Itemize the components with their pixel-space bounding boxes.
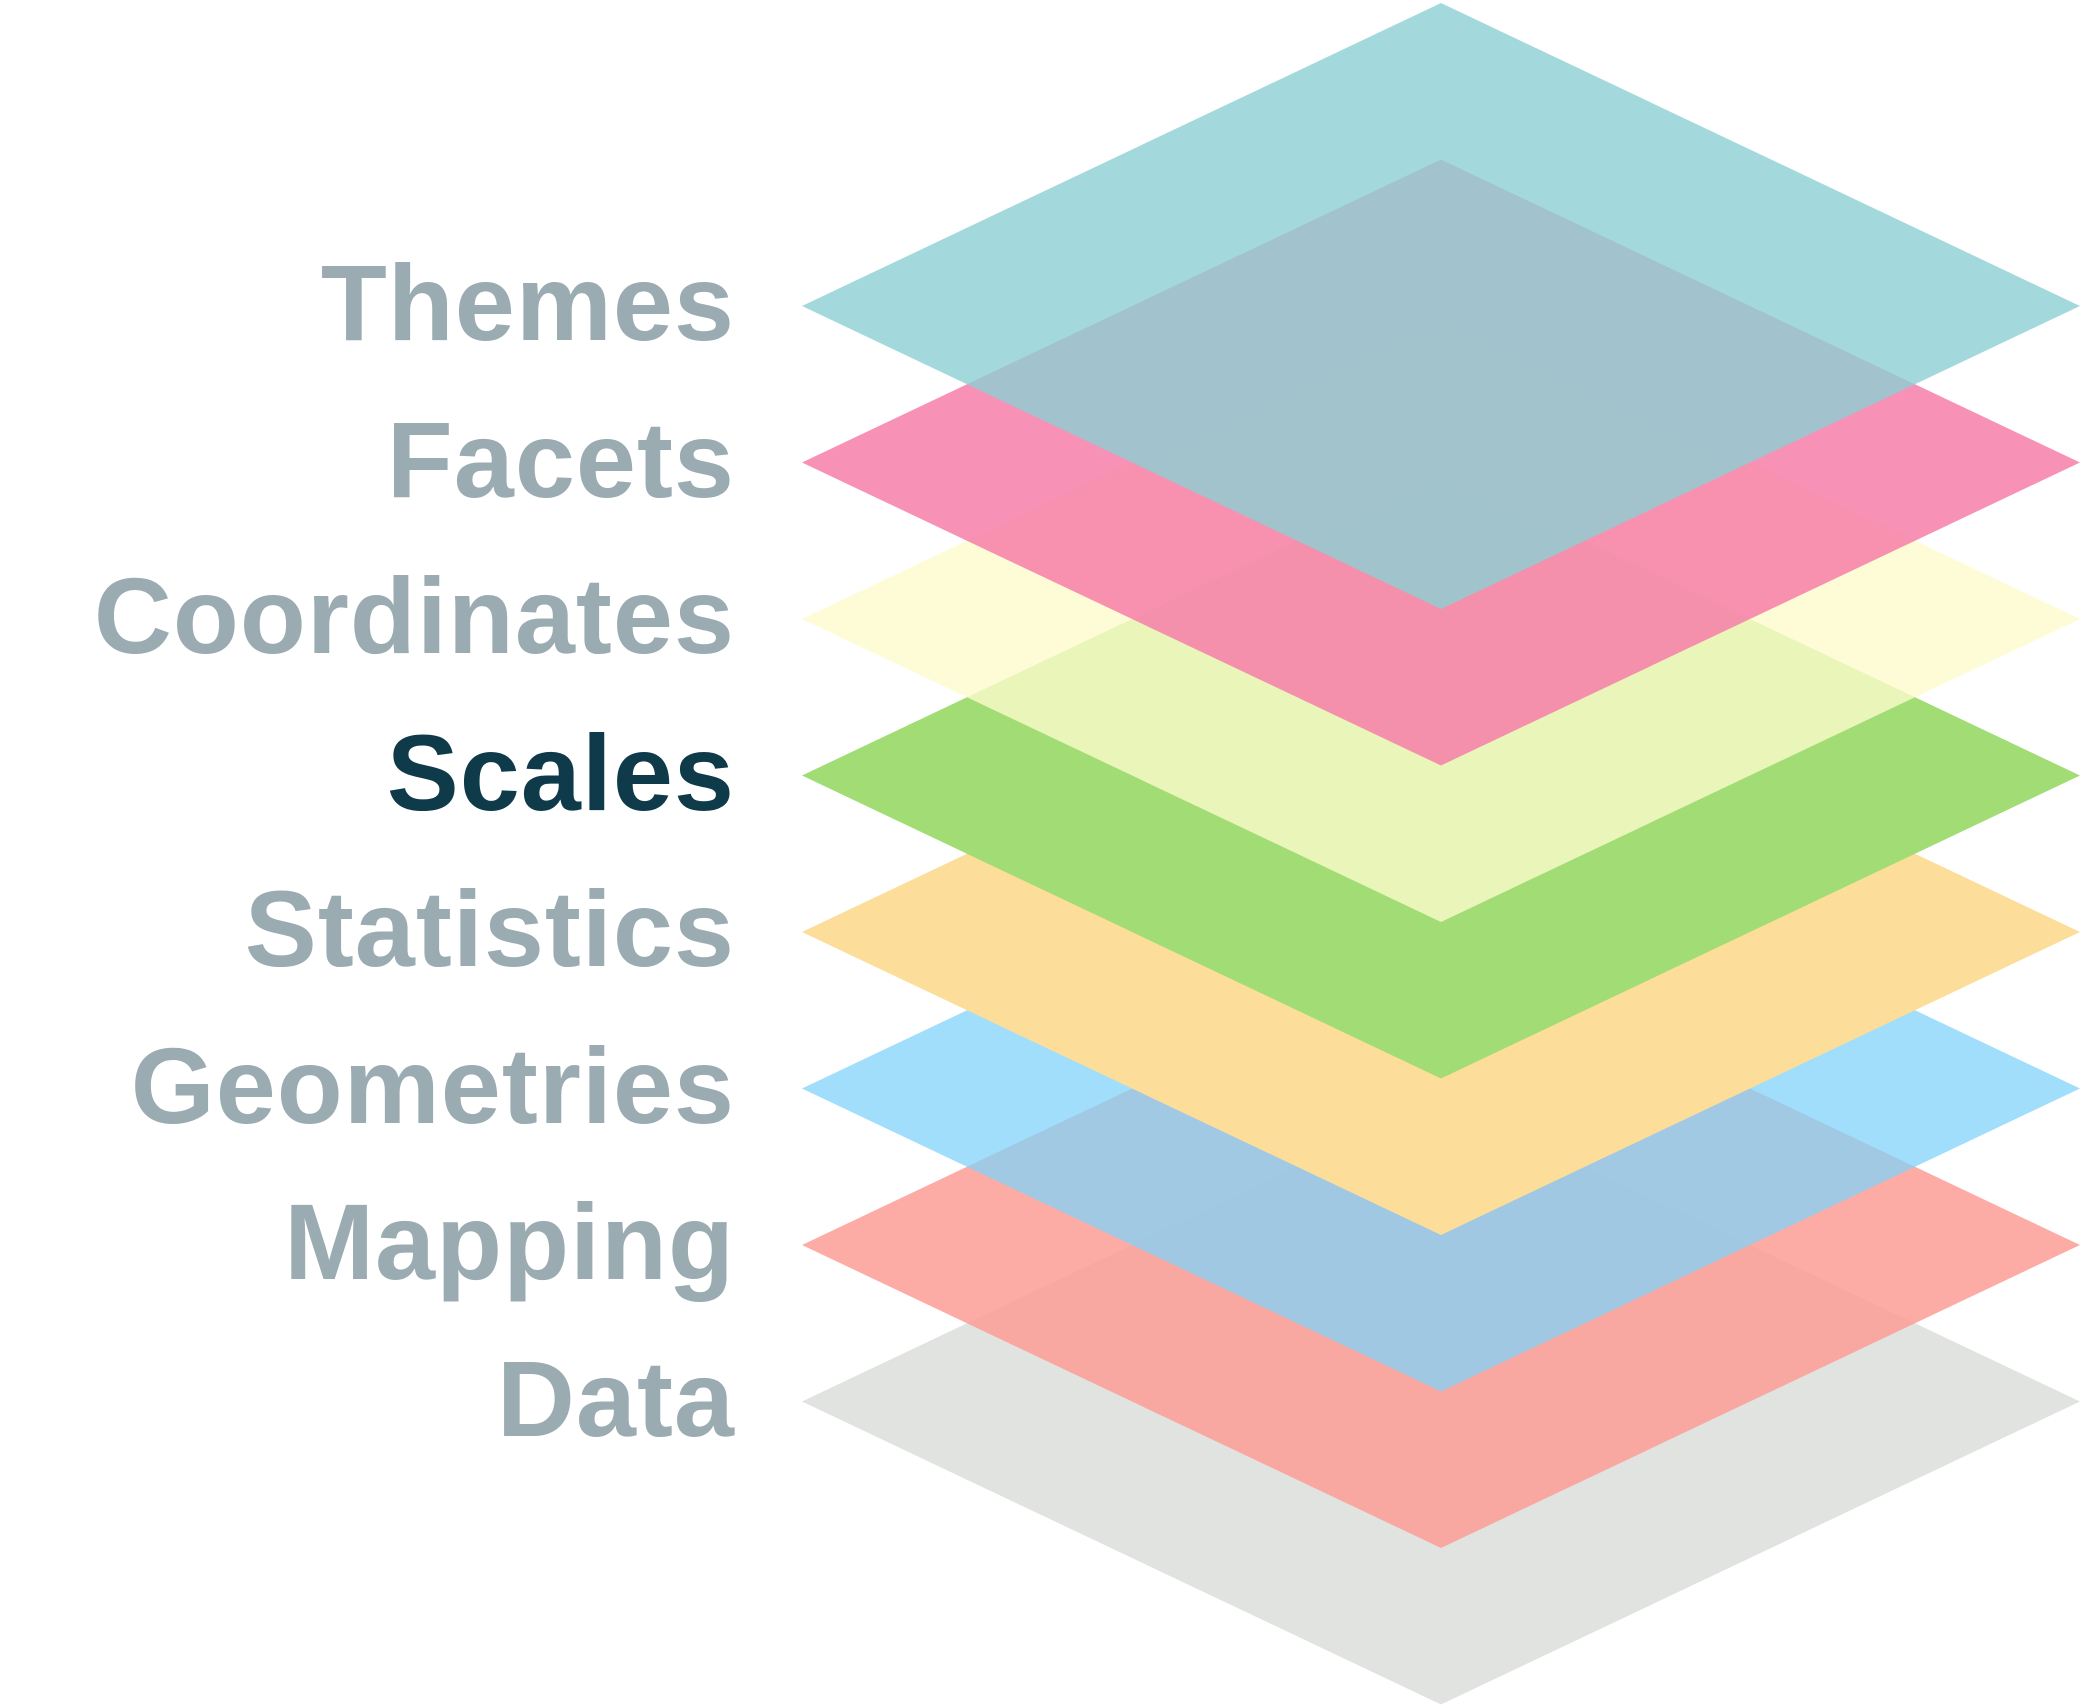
- layer-label-data: Data: [496, 1337, 735, 1459]
- layer-label-coordinates: Coordinates: [93, 555, 735, 676]
- layer-plane-themes: [802, 3, 2080, 609]
- layer-label-statistics: Statistics: [244, 868, 735, 989]
- layer-label-mapping: Mapping: [284, 1181, 735, 1302]
- layer-label-geometries: Geometries: [130, 1024, 735, 1146]
- layer-label-scales: Scales: [386, 711, 735, 833]
- layer-label-themes: Themes: [320, 242, 735, 363]
- layer-label-facets: Facets: [386, 398, 735, 520]
